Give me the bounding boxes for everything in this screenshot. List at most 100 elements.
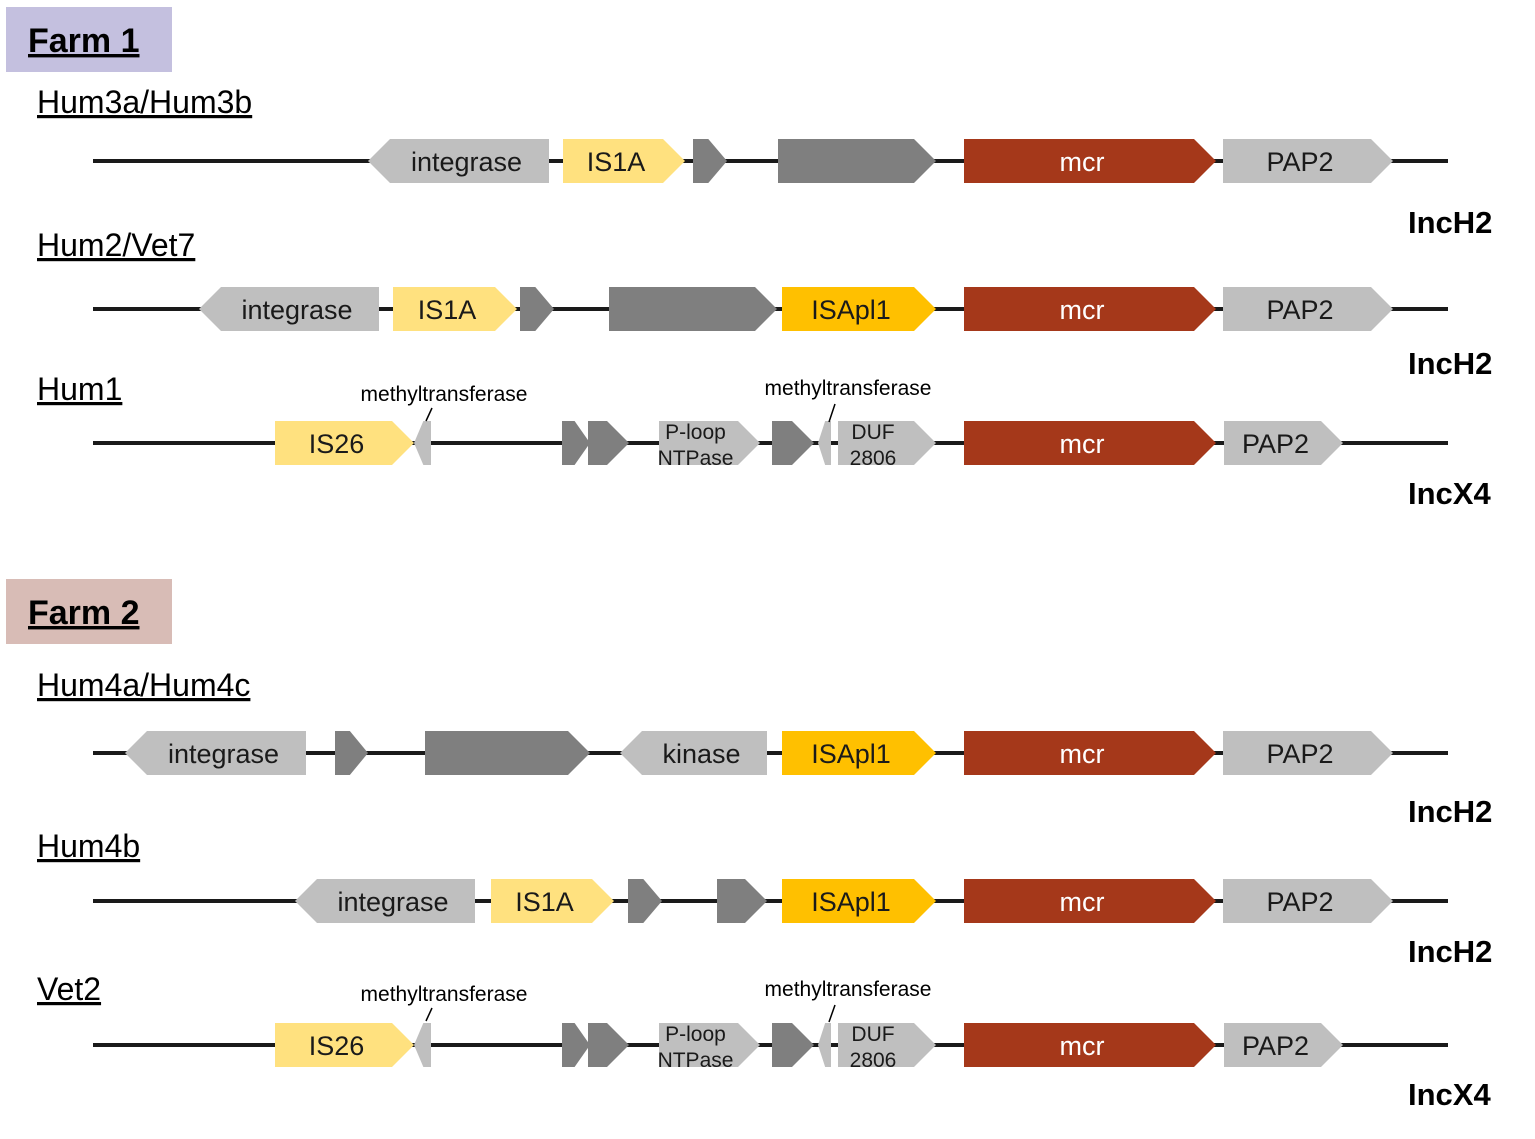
annotation-leader-line — [828, 1004, 836, 1023]
gene-pap2 — [1224, 1023, 1343, 1067]
gene-label: mcr — [1060, 429, 1105, 459]
gene-label: integrase — [337, 887, 448, 917]
annotation-label: methyltransferase — [765, 978, 932, 1001]
gene-pap2 — [1224, 421, 1343, 465]
gene-unlabeled — [609, 287, 777, 331]
track-label: Hum3a/Hum3b — [37, 84, 252, 120]
gene-unlabeled — [818, 1023, 831, 1067]
gene-label: PAP2 — [1266, 295, 1333, 325]
gene-is1a — [393, 287, 517, 331]
farm-label-box — [6, 579, 172, 644]
gene-mcr — [964, 731, 1216, 775]
gene-is1a — [491, 879, 614, 923]
annotation-label: methyltransferase — [361, 383, 528, 406]
annotation-leader-line — [425, 407, 433, 422]
gene-p-loop-ntpase — [659, 1023, 760, 1067]
plasmid-type-label: IncH2 — [1408, 934, 1492, 969]
gene-label: mcr — [1060, 295, 1105, 325]
gene-mcr — [964, 421, 1216, 465]
gene-unlabeled — [778, 139, 936, 183]
gene-label: PAP2 — [1266, 147, 1333, 177]
gene-mcr — [964, 139, 1216, 183]
gene-duf-2806 — [838, 421, 936, 465]
gene-is26 — [275, 421, 414, 465]
gene-isapl1 — [782, 287, 936, 331]
gene-label: kinase — [662, 739, 740, 769]
track-label: Vet2 — [37, 971, 101, 1007]
gene-label: integrase — [241, 295, 352, 325]
gene-unlabeled — [414, 421, 431, 465]
gene-integrase — [125, 731, 306, 775]
track-label: Hum4b — [37, 828, 140, 864]
gene-unlabeled — [717, 879, 767, 923]
gene-unlabeled — [335, 731, 368, 775]
farm-label-box — [6, 7, 172, 72]
gene-label: mcr — [1060, 147, 1105, 177]
plasmid-type-label: IncH2 — [1408, 346, 1492, 381]
gene-label: ISApl1 — [811, 887, 891, 917]
gene-pap2 — [1223, 879, 1393, 923]
plasmid-type-label: IncX4 — [1408, 1077, 1491, 1112]
gene-unlabeled — [628, 879, 662, 923]
track-label: Hum1 — [37, 371, 122, 407]
gene-is1a — [563, 139, 685, 183]
gene-label: IS1A — [418, 295, 477, 325]
gene-integrase — [368, 139, 549, 183]
annotation-label: methyltransferase — [361, 983, 528, 1006]
gene-label: IS26 — [309, 429, 365, 459]
gene-unlabeled — [588, 421, 629, 465]
gene-p-loop-ntpase — [659, 421, 760, 465]
gene-unlabeled — [562, 1023, 590, 1067]
gene-label: IS1A — [515, 887, 574, 917]
gene-label: ISApl1 — [811, 295, 891, 325]
gene-unlabeled — [414, 1023, 431, 1067]
gene-unlabeled — [818, 421, 831, 465]
gene-integrase — [295, 879, 475, 923]
gene-pap2 — [1223, 287, 1393, 331]
annotation-leader-line — [828, 403, 836, 423]
gene-label: mcr — [1060, 739, 1105, 769]
gene-isapl1 — [782, 731, 936, 775]
gene-label: ISApl1 — [811, 739, 891, 769]
gene-label: integrase — [168, 739, 279, 769]
gene-label: PAP2 — [1242, 429, 1309, 459]
gene-duf-2806 — [838, 1023, 936, 1067]
gene-mcr — [964, 879, 1216, 923]
track-label: Hum2/Vet7 — [37, 227, 195, 263]
gene-label: PAP2 — [1242, 1031, 1309, 1061]
gene-mcr — [964, 1023, 1216, 1067]
annotation-label: methyltransferase — [765, 377, 932, 400]
gene-pap2 — [1223, 731, 1393, 775]
gene-label: mcr — [1060, 1031, 1105, 1061]
gene-unlabeled — [588, 1023, 629, 1067]
gene-unlabeled — [520, 287, 554, 331]
gene-unlabeled — [693, 139, 727, 183]
gene-label: IS1A — [587, 147, 646, 177]
plasmid-type-label: IncH2 — [1408, 794, 1492, 829]
farm-label: Farm 1 — [28, 22, 140, 60]
gene-integrase — [199, 287, 379, 331]
gene-kinase — [620, 731, 767, 775]
gene-unlabeled — [562, 421, 590, 465]
gene-unlabeled — [772, 421, 814, 465]
track-label: Hum4a/Hum4c — [37, 667, 250, 703]
gene-mcr — [964, 287, 1216, 331]
plasmid-type-label: IncH2 — [1408, 205, 1492, 240]
gene-is26 — [275, 1023, 414, 1067]
gene-label: PAP2 — [1266, 887, 1333, 917]
gene-label: IS26 — [309, 1031, 365, 1061]
annotation-leader-line — [425, 1007, 433, 1022]
